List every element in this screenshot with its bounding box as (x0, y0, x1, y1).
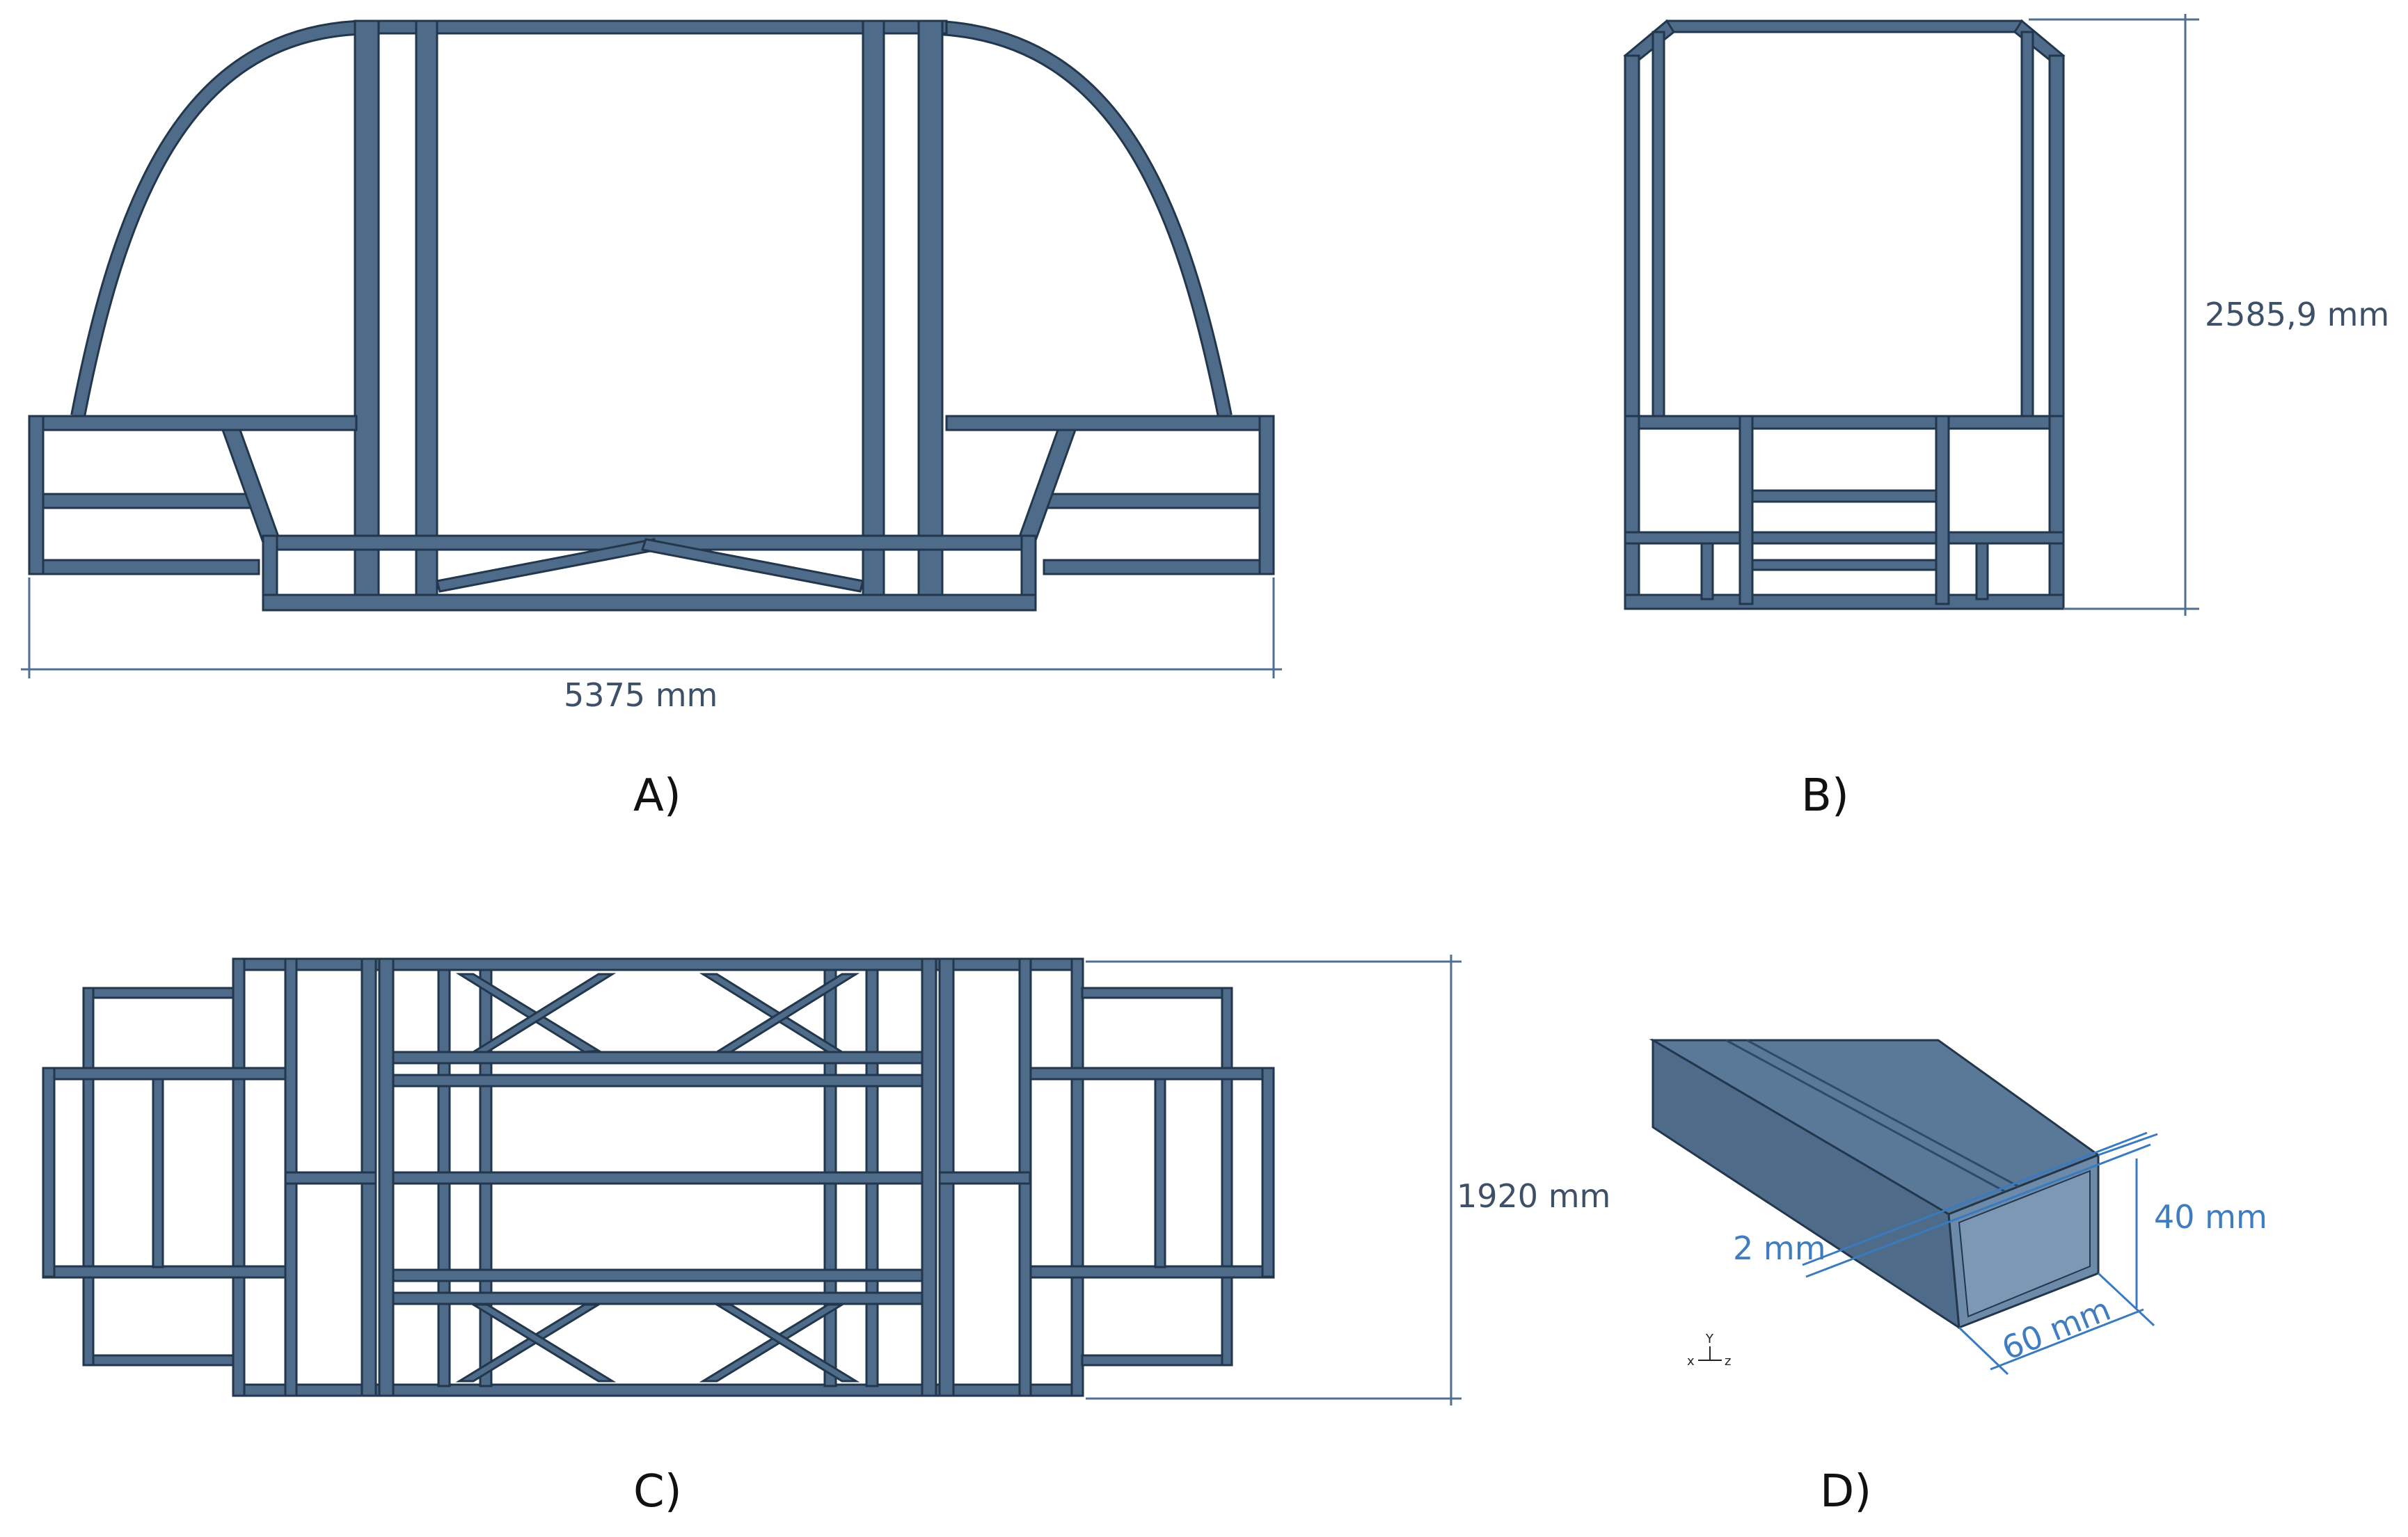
panel-d-tube-section: 2 mm 40 mm 60 mm Y x z D) (1649, 1038, 2267, 1518)
panel-d-label: D) (1820, 1466, 1871, 1518)
svg-text:z: z (1725, 1354, 1731, 1369)
panel-b-front-view: 2585,9 mm B) (1623, 14, 2389, 822)
panel-a-width-dimension: 5375 mm (564, 676, 718, 714)
panel-d-thickness-dimension: 2 mm (1733, 1229, 1826, 1267)
panel-a-side-view: 5375 mm A) (21, 19, 1282, 822)
panel-a-label: A) (633, 770, 681, 822)
panel-c-label: C) (633, 1466, 682, 1518)
svg-text:x: x (1687, 1354, 1695, 1369)
panel-c-depth-dimension: 1920 mm (1457, 1177, 1610, 1215)
panel-c-top-view: 1920 mm C) (42, 955, 1610, 1518)
axis-triad-icon: Y x z (1687, 1332, 1731, 1369)
panel-d-height-dimension: 40 mm (2154, 1198, 2267, 1236)
svg-text:Y: Y (1705, 1332, 1714, 1346)
panel-b-height-dimension: 2585,9 mm (2205, 296, 2389, 333)
panel-b-label: B) (1801, 770, 1849, 822)
